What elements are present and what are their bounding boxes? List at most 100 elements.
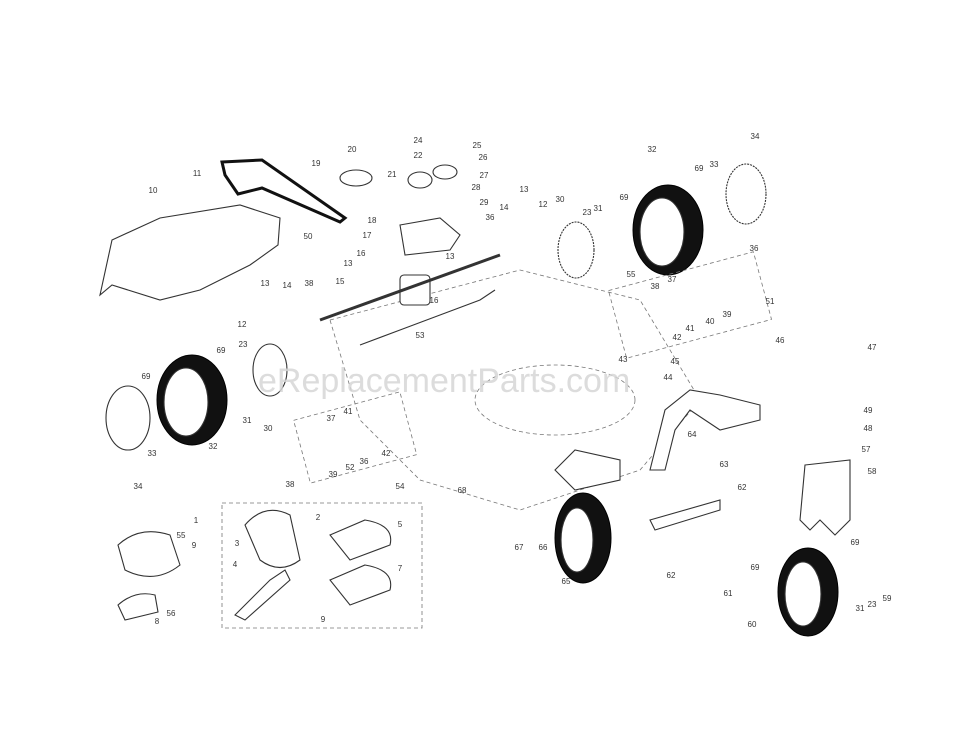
part-number-label: 16: [430, 296, 439, 305]
part-number-label: 33: [148, 449, 157, 458]
bumper-strap: [649, 499, 721, 531]
pulley: [407, 171, 433, 189]
part-number-label: 7: [398, 564, 403, 573]
part-number-label: 12: [539, 200, 548, 209]
part-number-label: 38: [305, 279, 314, 288]
part-number-label: 21: [388, 170, 397, 179]
part-number-label: 59: [883, 594, 892, 603]
part-number-label: 60: [748, 620, 757, 629]
part-number-label: 37: [668, 275, 677, 284]
part-number-label: 31: [856, 604, 865, 613]
part-number-label: 33: [710, 160, 719, 169]
part-number-label: 34: [134, 482, 143, 491]
part-number-label: 69: [620, 193, 629, 202]
part-number-label: 8: [155, 617, 160, 626]
part-number-label: 53: [416, 331, 425, 340]
part-number-label: 55: [627, 270, 636, 279]
part-number-label: 12: [238, 320, 247, 329]
part-number-label: 32: [209, 442, 218, 451]
part-number-label: 13: [520, 185, 529, 194]
part-number-label: 42: [673, 333, 682, 342]
drive-axle: [319, 253, 501, 322]
rear-left-rim: [163, 367, 209, 437]
part-number-label: 54: [396, 482, 405, 491]
deck-dome: [474, 364, 636, 436]
part-number-label: 15: [336, 277, 345, 286]
part-number-label: 45: [671, 357, 680, 366]
throttle-lever: [234, 569, 291, 621]
part-number-label: 36: [486, 213, 495, 222]
part-number-label: 13: [446, 252, 455, 261]
part-number-label: 3: [235, 539, 240, 548]
part-number-label: 17: [363, 231, 372, 240]
part-number-label: 23: [868, 600, 877, 609]
part-number-label: 1: [194, 516, 199, 525]
part-number-label: 27: [480, 171, 489, 180]
part-number-label: 46: [776, 336, 785, 345]
part-number-label: 9: [192, 541, 197, 550]
part-number-label: 69: [217, 346, 226, 355]
handle-insert: [117, 593, 159, 621]
gear-cover: [557, 221, 595, 279]
front-right-rim: [784, 561, 822, 627]
hubcap: [105, 385, 151, 451]
part-number-label: 10: [149, 186, 158, 195]
part-number-label: 24: [414, 136, 423, 145]
part-number-label: 32: [648, 145, 657, 154]
part-number-label: 40: [706, 317, 715, 326]
cover-plate: [329, 564, 392, 606]
part-number-label: 50: [304, 232, 313, 241]
height-adjuster: [799, 459, 851, 536]
part-number-label: 69: [142, 372, 151, 381]
front-axle-bracket: [649, 389, 761, 471]
transmission-bracket: [399, 217, 461, 256]
part-number-label: 11: [193, 169, 202, 178]
part-number-label: 31: [594, 204, 603, 213]
front-caster-rim: [560, 507, 594, 573]
part-number-label: 63: [720, 460, 729, 469]
height-adjust-rod: [359, 289, 496, 346]
part-number-label: 5: [398, 520, 403, 529]
part-number-label: 34: [751, 132, 760, 141]
control-kit-box: [221, 502, 423, 629]
part-number-label: 42: [382, 449, 391, 458]
gear-cover: [252, 343, 288, 397]
part-number-label: 16: [357, 249, 366, 258]
part-number-label: 49: [864, 406, 873, 415]
part-number-label: 4: [233, 560, 238, 569]
part-number-label: 30: [556, 195, 565, 204]
part-number-label: 14: [500, 203, 509, 212]
gear-kit-box: [293, 391, 418, 484]
pulley: [432, 164, 458, 180]
part-number-label: 68: [458, 486, 467, 495]
part-number-label: 30: [264, 424, 273, 433]
part-number-label: 23: [583, 208, 592, 217]
part-number-label: 9: [321, 615, 326, 624]
part-number-label: 25: [473, 141, 482, 150]
part-number-label: 69: [851, 538, 860, 547]
part-number-label: 20: [348, 145, 357, 154]
part-number-label: 55: [177, 531, 186, 540]
part-number-label: 44: [664, 373, 673, 382]
part-number-label: 38: [286, 480, 295, 489]
part-number-label: 62: [738, 483, 747, 492]
part-number-label: 69: [695, 164, 704, 173]
part-number-label: 66: [539, 543, 548, 552]
part-number-label: 39: [329, 470, 338, 479]
part-number-label: 31: [243, 416, 252, 425]
part-number-label: 19: [312, 159, 321, 168]
part-number-label: 43: [619, 355, 628, 364]
drive-belt: [220, 158, 348, 224]
watermark: eReplacementParts.com: [258, 362, 630, 400]
part-number-label: 41: [686, 324, 695, 333]
part-number-label: 58: [868, 467, 877, 476]
part-number-label: 14: [283, 281, 292, 290]
part-number-label: 69: [751, 563, 760, 572]
part-number-label: 65: [562, 577, 571, 586]
rear-right-rim: [639, 197, 685, 267]
part-number-label: 62: [667, 571, 676, 580]
part-number-label: 13: [261, 279, 270, 288]
part-number-label: 38: [651, 282, 660, 291]
